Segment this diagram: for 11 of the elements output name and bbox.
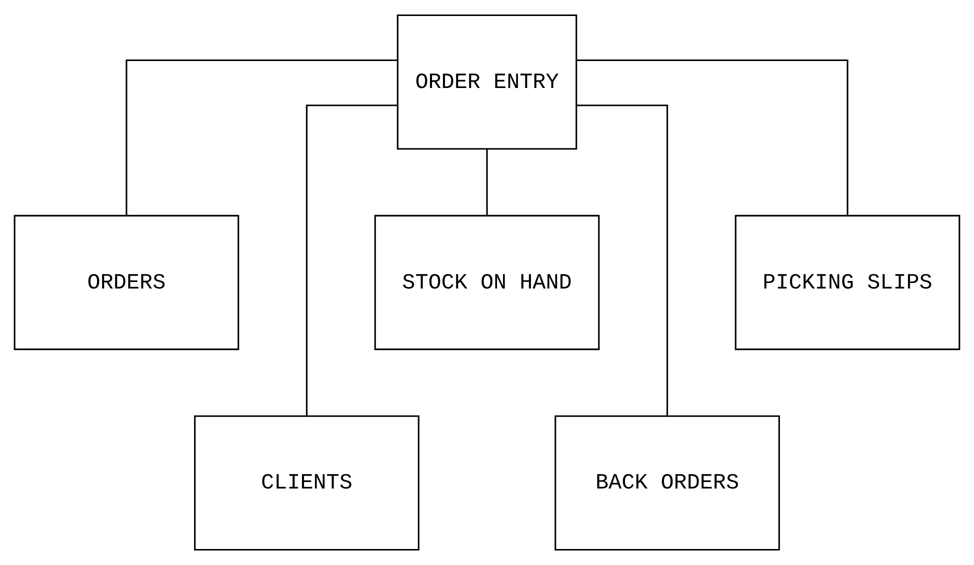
connector: [306, 104, 398, 416]
connector: [486, 149, 488, 216]
node-box: BACK ORDERS: [554, 415, 780, 551]
connector: [126, 60, 398, 216]
node-box: PICKING SLIPS: [734, 214, 960, 350]
connector: [576, 60, 848, 216]
node-box: STOCK ON HAND: [374, 214, 600, 350]
node-box: CLIENTS: [194, 415, 420, 551]
node-box: ORDER ENTRY: [396, 14, 578, 150]
connector: [576, 104, 668, 416]
node-box: ORDERS: [14, 214, 240, 350]
